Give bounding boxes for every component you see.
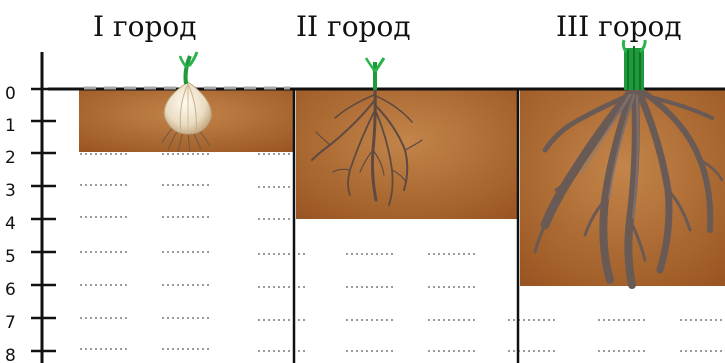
depth-label-5: 5	[5, 247, 16, 267]
depth-label-4: 4	[5, 214, 16, 234]
depth-label-7: 7	[5, 313, 16, 333]
city-title-2: II город	[296, 10, 411, 43]
depth-label-2: 2	[5, 148, 16, 168]
depth-label-3: 3	[5, 181, 16, 201]
depth-label-8: 8	[5, 346, 16, 363]
depth-ticks: 0 1 2 3 4 5 6 7 8	[5, 84, 56, 363]
city-title-1: I город	[93, 10, 197, 43]
depth-label-1: 1	[5, 116, 16, 136]
city-title-3: III город	[556, 10, 682, 43]
depth-label-0: 0	[5, 84, 16, 104]
depth-label-6: 6	[5, 280, 16, 300]
